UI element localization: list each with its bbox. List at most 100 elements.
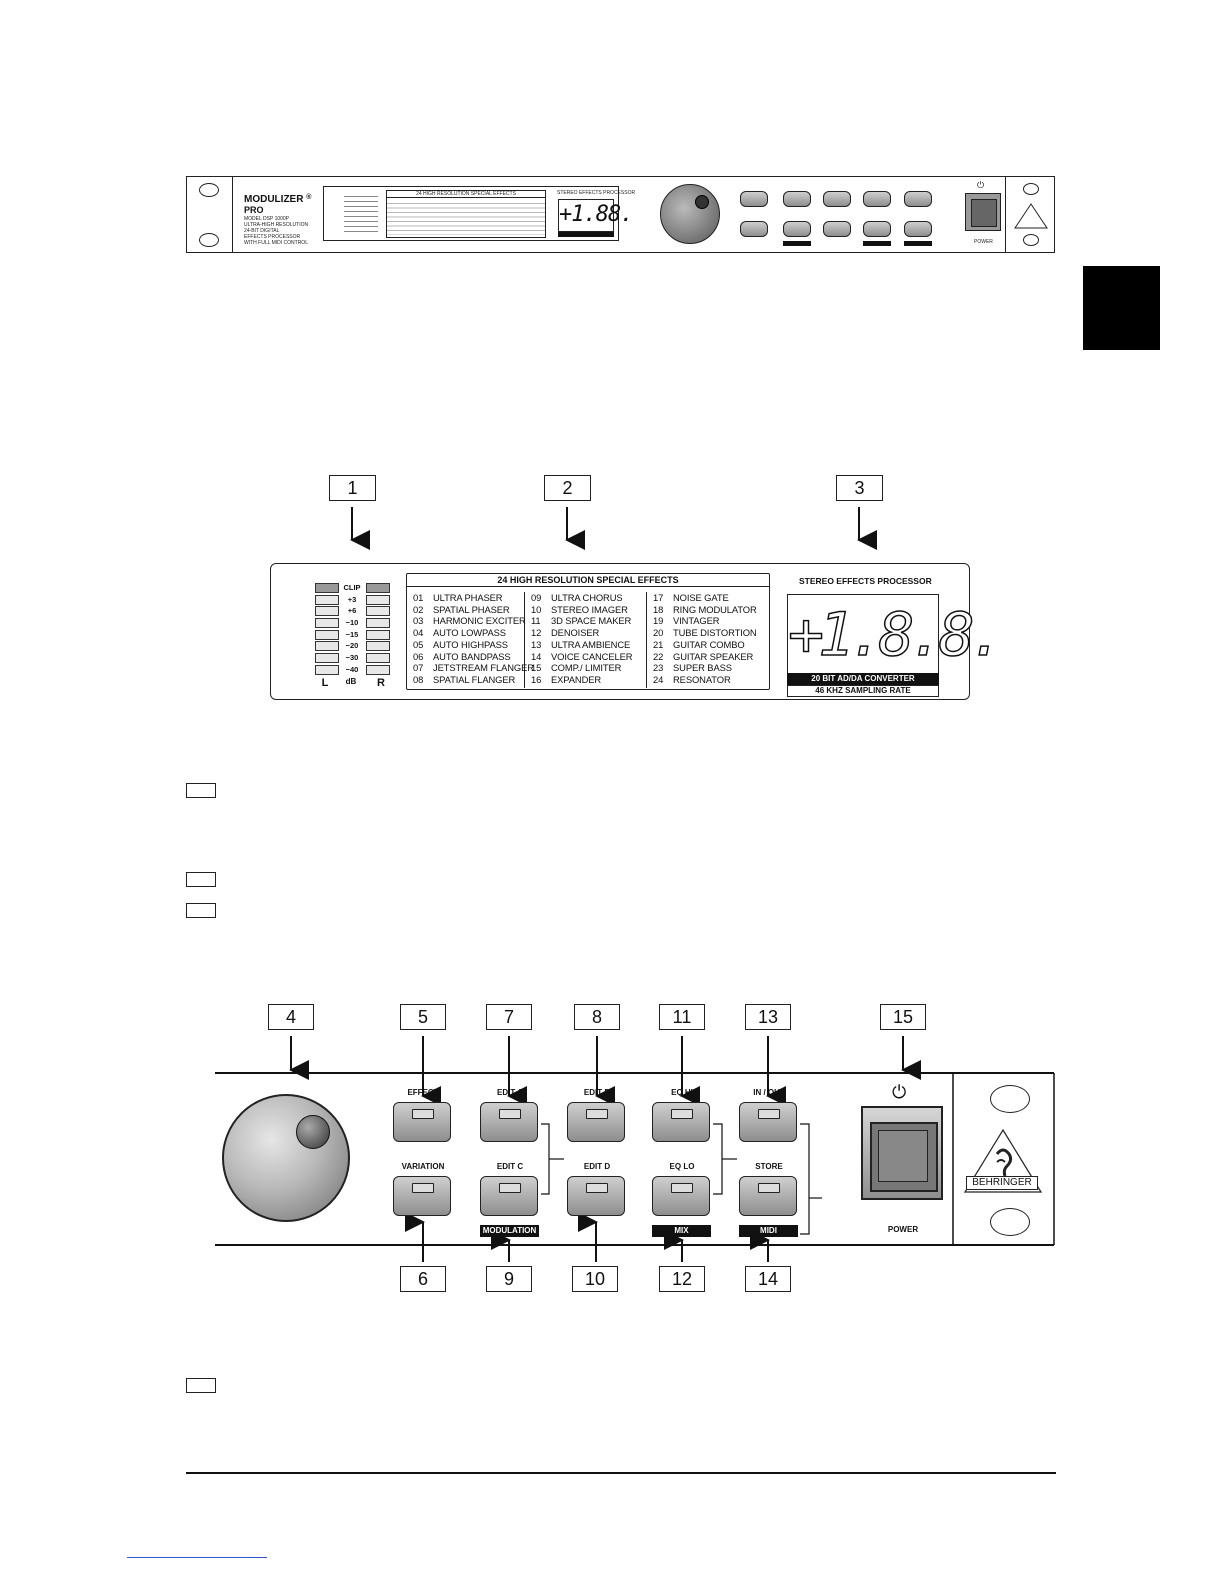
jog-wheel[interactable] (222, 1094, 350, 1222)
mini-power-switch (965, 193, 1001, 231)
led-icon (671, 1183, 693, 1193)
callout-11: 11 (659, 1004, 705, 1030)
power-switch[interactable] (861, 1106, 943, 1200)
marker-box (186, 872, 216, 887)
mini-button-eq-hi (863, 191, 891, 207)
in-out-button[interactable] (739, 1102, 797, 1142)
effect-name: JETSTREAM FLANGER (433, 662, 534, 674)
effect-name: VOICE CANCELER (551, 650, 633, 662)
effect-item: 02 SPATIAL PHASER (413, 604, 524, 616)
effect-name: AUTO HIGHPASS (433, 638, 508, 650)
mini-power-symbol-icon: ⏻ (977, 180, 985, 190)
effect-button[interactable] (393, 1102, 451, 1142)
effect-number: 10 (531, 603, 542, 615)
effect-number: 02 (413, 603, 424, 615)
effect-number: 22 (653, 650, 664, 662)
effect-number: 09 (531, 592, 542, 603)
meter-row: −20 (315, 640, 391, 652)
mini-button-effect (740, 191, 768, 207)
meter-row: −40 (315, 664, 391, 676)
meter-row: −15 (315, 629, 391, 641)
effect-number: 04 (413, 627, 424, 639)
effect-name: GUITAR COMBO (673, 638, 745, 650)
eq-hi-button[interactable] (652, 1102, 710, 1142)
edit-a-button[interactable] (480, 1102, 538, 1142)
edit-d-button[interactable] (567, 1176, 625, 1216)
mini-proc-label: STEREO EFFECTS PROCESSOR (557, 190, 636, 196)
button-label-edit-d: EDIT D (583, 1162, 611, 1171)
effect-name: 3D SPACE MAKER (551, 615, 632, 627)
button-label-eq-lo: EQ LO (669, 1162, 695, 1171)
meter-label: −40 (345, 664, 359, 674)
section-tab (1083, 266, 1160, 350)
callout-7: 7 (486, 1004, 532, 1030)
meter-led-left (315, 664, 339, 675)
effect-number: 03 (413, 615, 424, 627)
rack-ear-left (187, 177, 233, 252)
brand-title: MODULIZER ® (244, 194, 312, 205)
variation-button[interactable] (393, 1176, 451, 1216)
store-button[interactable] (739, 1176, 797, 1216)
edit-c-button[interactable] (480, 1176, 538, 1216)
brand-subtitle: PRO (244, 205, 264, 215)
effect-item: 03 HARMONIC EXCITER (413, 615, 526, 627)
effect-item: 10 STEREO IMAGER (531, 604, 646, 616)
meter-led-right (366, 606, 390, 617)
edit-b-button[interactable] (567, 1102, 625, 1142)
meter-led-left (315, 583, 339, 593)
eq-lo-button[interactable] (652, 1176, 710, 1216)
callout-15: 15 (880, 1004, 926, 1030)
mini-converter (558, 232, 614, 237)
rack-hole-icon (990, 1085, 1030, 1113)
effect-name: SPATIAL PHASER (433, 603, 510, 615)
power-label: POWER (887, 1225, 919, 1234)
mini-button-edit-c (783, 221, 811, 237)
effect-name: RESONATOR (673, 673, 731, 685)
meter-footer-label: L (321, 676, 329, 689)
mini-meter (344, 194, 378, 234)
rack-hole-icon (199, 183, 219, 197)
button-label-edit-b: EDIT B (583, 1088, 611, 1097)
meter-led-right (366, 641, 390, 652)
effect-number: 01 (413, 592, 424, 603)
effect-number: 15 (531, 662, 542, 674)
effect-name: ULTRA AMBIENCE (551, 638, 631, 650)
mini-button-store (904, 221, 932, 237)
effect-number: 21 (653, 638, 664, 650)
mini-power-label: POWER (974, 239, 993, 245)
effect-item: 21 GUITAR COMBO (653, 639, 769, 651)
callout-1: 1 (329, 475, 376, 501)
processor-label: STEREO EFFECTS PROCESSOR (799, 576, 932, 586)
effect-name: RING MODULATOR (673, 603, 757, 615)
meter-led-right (366, 583, 390, 593)
effect-name: ULTRA CHORUS (551, 592, 623, 603)
meter-led-left (315, 606, 339, 617)
effect-name: SPATIAL FLANGER (433, 673, 516, 685)
effect-number: 17 (653, 592, 664, 603)
footer-rule (186, 1472, 1056, 1474)
button-label-eq-hi: EQ HI (671, 1088, 693, 1097)
effect-name: STEREO IMAGER (551, 603, 628, 615)
led-icon (758, 1109, 780, 1119)
led-icon (671, 1109, 693, 1119)
effect-name: TUBE DISTORTION (673, 627, 757, 639)
effect-name: DENOISER (551, 627, 600, 639)
callout-3: 3 (836, 475, 883, 501)
button-label-effect: EFFECT (407, 1088, 439, 1097)
effect-name: HARMONIC EXCITER (433, 615, 526, 627)
button-label-edit-c: EDIT C (496, 1162, 524, 1171)
meter-led-left (315, 641, 339, 652)
